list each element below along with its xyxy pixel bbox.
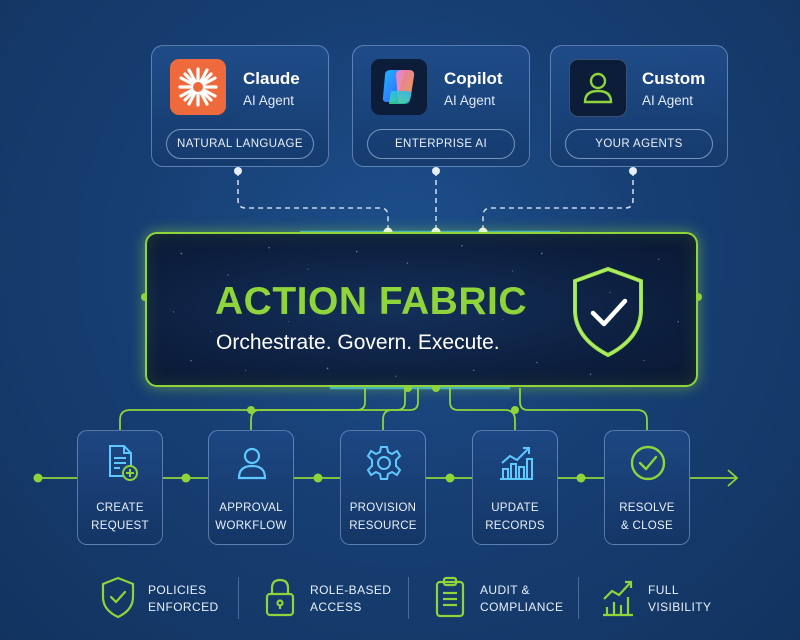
document-add-icon — [109, 445, 138, 481]
fabric-tagline: Orchestrate. Govern. Execute. — [216, 331, 500, 354]
agent-card-custom[interactable]: Custom AI Agent YOUR AGENTS — [550, 45, 728, 167]
user-icon — [237, 447, 267, 480]
agent-subtitle: AI Agent — [243, 93, 295, 108]
agent-subtitle: AI Agent — [642, 93, 694, 108]
action-fabric-panel: ACTION FABRIC Orchestrate. Govern. Execu… — [145, 232, 698, 387]
agent-tag: NATURAL LANGUAGE — [166, 129, 314, 159]
agent-tag: ENTERPRISE AI — [367, 129, 515, 159]
starfield-decoration — [172, 244, 679, 377]
agent-name: Custom — [642, 69, 706, 88]
shield-check-icon — [101, 576, 135, 619]
clipboard-icon — [435, 576, 465, 618]
shield-check-icon — [573, 266, 643, 358]
claude-logo-icon — [170, 59, 226, 115]
gear-icon — [366, 446, 402, 480]
feature-divider — [578, 577, 579, 619]
user-icon — [569, 59, 627, 117]
bar-chart-icon — [500, 447, 533, 480]
agent-card-copilot[interactable]: Copilot AI Agent ENTERPRISE AI — [352, 45, 530, 167]
feature-divider — [238, 577, 239, 619]
fabric-title: ACTION FABRIC — [215, 280, 527, 323]
step-label: RESOLVE& CLOSE — [619, 502, 675, 532]
step-resolve-close[interactable]: RESOLVE& CLOSE — [604, 430, 690, 545]
agent-tag: YOUR AGENTS — [565, 129, 713, 159]
agent-card-claude[interactable]: Claude AI Agent NATURAL LANGUAGE — [151, 45, 329, 167]
feature-label: AUDIT &COMPLIANCE — [480, 583, 564, 614]
copilot-logo-icon — [371, 59, 427, 115]
chart-up-icon — [603, 580, 633, 617]
agent-name: Claude — [243, 69, 300, 88]
feature-divider — [408, 577, 409, 619]
lock-icon — [265, 578, 295, 617]
agent-subtitle: AI Agent — [444, 93, 496, 108]
agent-name: Copilot — [444, 69, 503, 88]
check-circle-icon — [630, 445, 666, 481]
